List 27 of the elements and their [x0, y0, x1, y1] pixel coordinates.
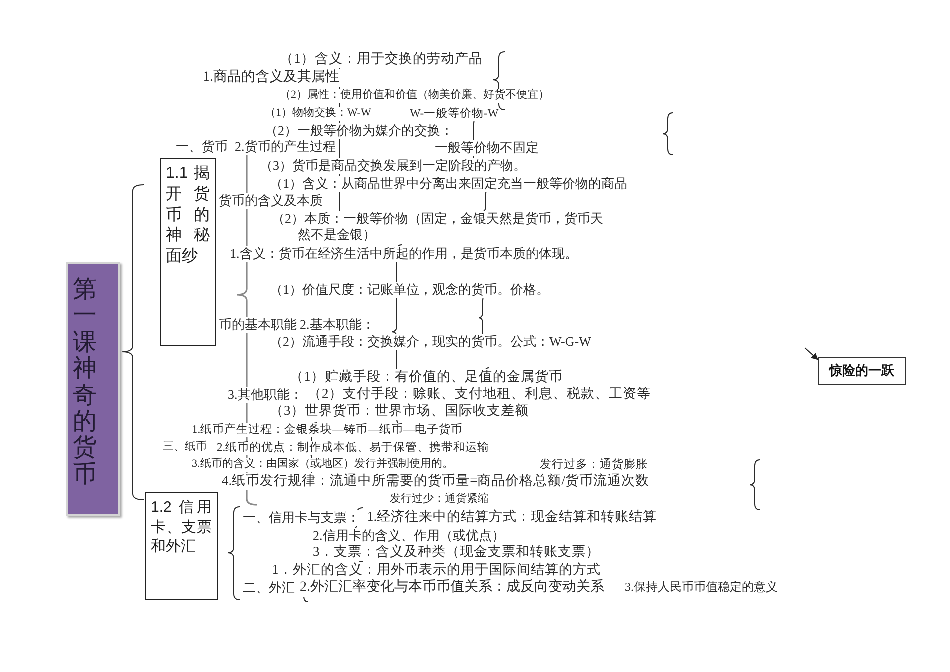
lesson-title: 第一课神奇的货币: [73, 276, 97, 490]
arrow: [804, 348, 819, 360]
outline-text: 4.纸币发行规律：流通中所需要的货币量=商品价格总额/货币流通次数: [222, 473, 650, 490]
outline-text: 发行过多：通货膨胀: [540, 458, 648, 472]
outline-text: 货币的含义及本质: [219, 193, 323, 210]
outline-text: 1．外汇的含义：用外币表示的用于国际间结算的方式: [272, 562, 601, 579]
lesson-title-box: [66, 262, 120, 516]
outline-text: 3.保持人民币币值稳定的意义: [625, 580, 778, 595]
outline-text: 一、信用卡与支票：: [243, 510, 360, 526]
callout-text: 惊险的一跃: [830, 362, 894, 380]
outline-text: 一般等价物不固定: [435, 140, 539, 156]
callout-box: [818, 357, 906, 385]
section-title: 1.2 信用卡、支票和外汇: [151, 498, 212, 556]
section-title: 1.1 揭开货币的神秘面纱: [166, 164, 210, 268]
outline-text: 1.纸币产生过程：金银条块—铸币—纸币—电子货币: [192, 423, 464, 438]
outline-text: 2.外汇汇率变化与本币币值关系：成反向变动关系: [300, 579, 604, 596]
outline-text: 二、外汇: [243, 580, 295, 596]
outline-text: 1.商品的含义及其属性: [203, 69, 340, 86]
outline-text: 发行过少：通货紧缩: [390, 493, 489, 507]
section-box: [145, 492, 218, 600]
outline-text: 1.经济往来中的结算方式：现金结算和转账结算: [367, 509, 658, 526]
outline-text: 一、货币: [176, 139, 228, 156]
outline-text: 币的基本职能: [219, 317, 297, 334]
section-box: [160, 158, 216, 346]
outline-text: 2.纸币的优点：制作成本低、易于保管、携带和运输: [217, 441, 490, 456]
outline-text: 2.货币的产生过程: [235, 139, 336, 156]
outline-text: W-一般等价物-W: [410, 107, 499, 122]
